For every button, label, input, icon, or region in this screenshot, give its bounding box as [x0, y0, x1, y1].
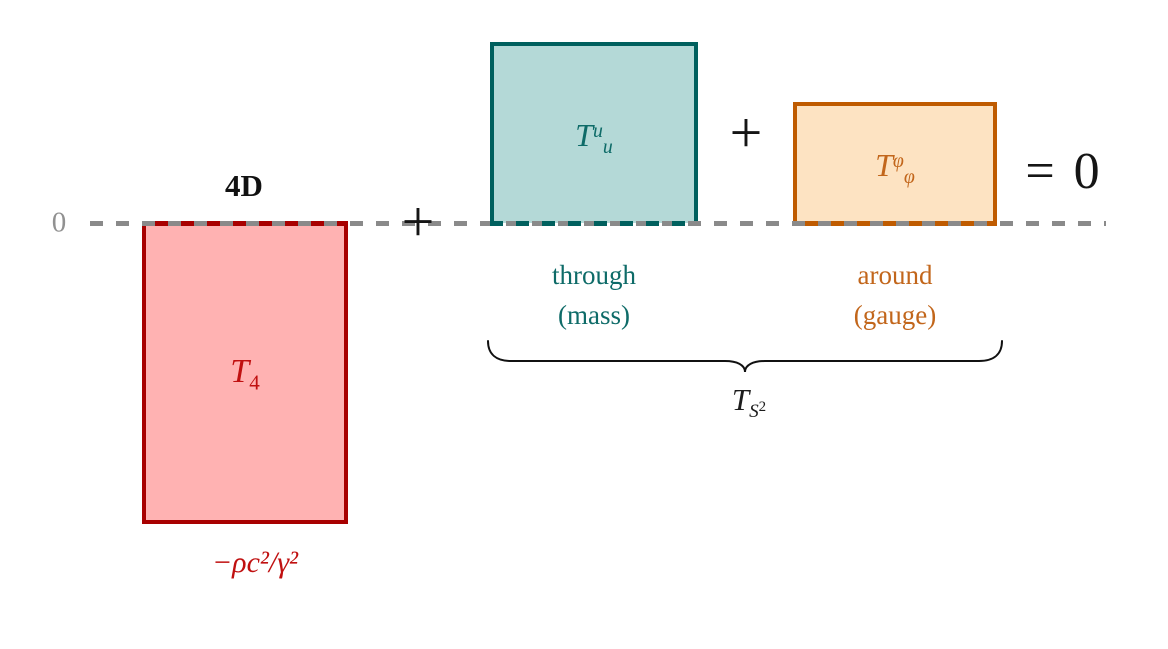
- caption-gauge: (gauge): [853, 300, 937, 330]
- bar-tphiphi-label: Tφφ: [875, 146, 915, 188]
- brace-group-label-ts2: TS2: [731, 382, 767, 422]
- bar-t4-zero-edge-dashes: [142, 221, 348, 226]
- bar-tphiphi: Tφφ: [793, 102, 997, 223]
- caption-mass: (mass): [558, 300, 630, 330]
- caption-around-gauge: around (gauge): [785, 255, 1005, 335]
- caption-through: through: [552, 260, 636, 290]
- caption-around: around: [857, 260, 933, 290]
- equals-zero-label: = 0: [1025, 143, 1103, 200]
- curly-brace-icon: [487, 340, 1003, 373]
- bar-t4: T4: [142, 223, 348, 524]
- caption-through-mass: through (mass): [484, 255, 704, 335]
- bar-t4-label: T4: [230, 352, 260, 394]
- zero-axis-label: 0: [51, 206, 67, 239]
- bar-tphiphi-zero-edge-dashes: [793, 221, 997, 226]
- bar-tuu-label: Tuu: [575, 116, 613, 158]
- bar-tuu-zero-edge-dashes: [490, 221, 698, 226]
- bar-tuu: Tuu: [490, 42, 698, 223]
- dimension-label-4d: 4D: [225, 168, 263, 203]
- plus-operator-2: +: [729, 100, 763, 165]
- plus-operator-1: +: [401, 189, 435, 254]
- bar-t4-value-label: −ρc²/γ²: [211, 546, 299, 579]
